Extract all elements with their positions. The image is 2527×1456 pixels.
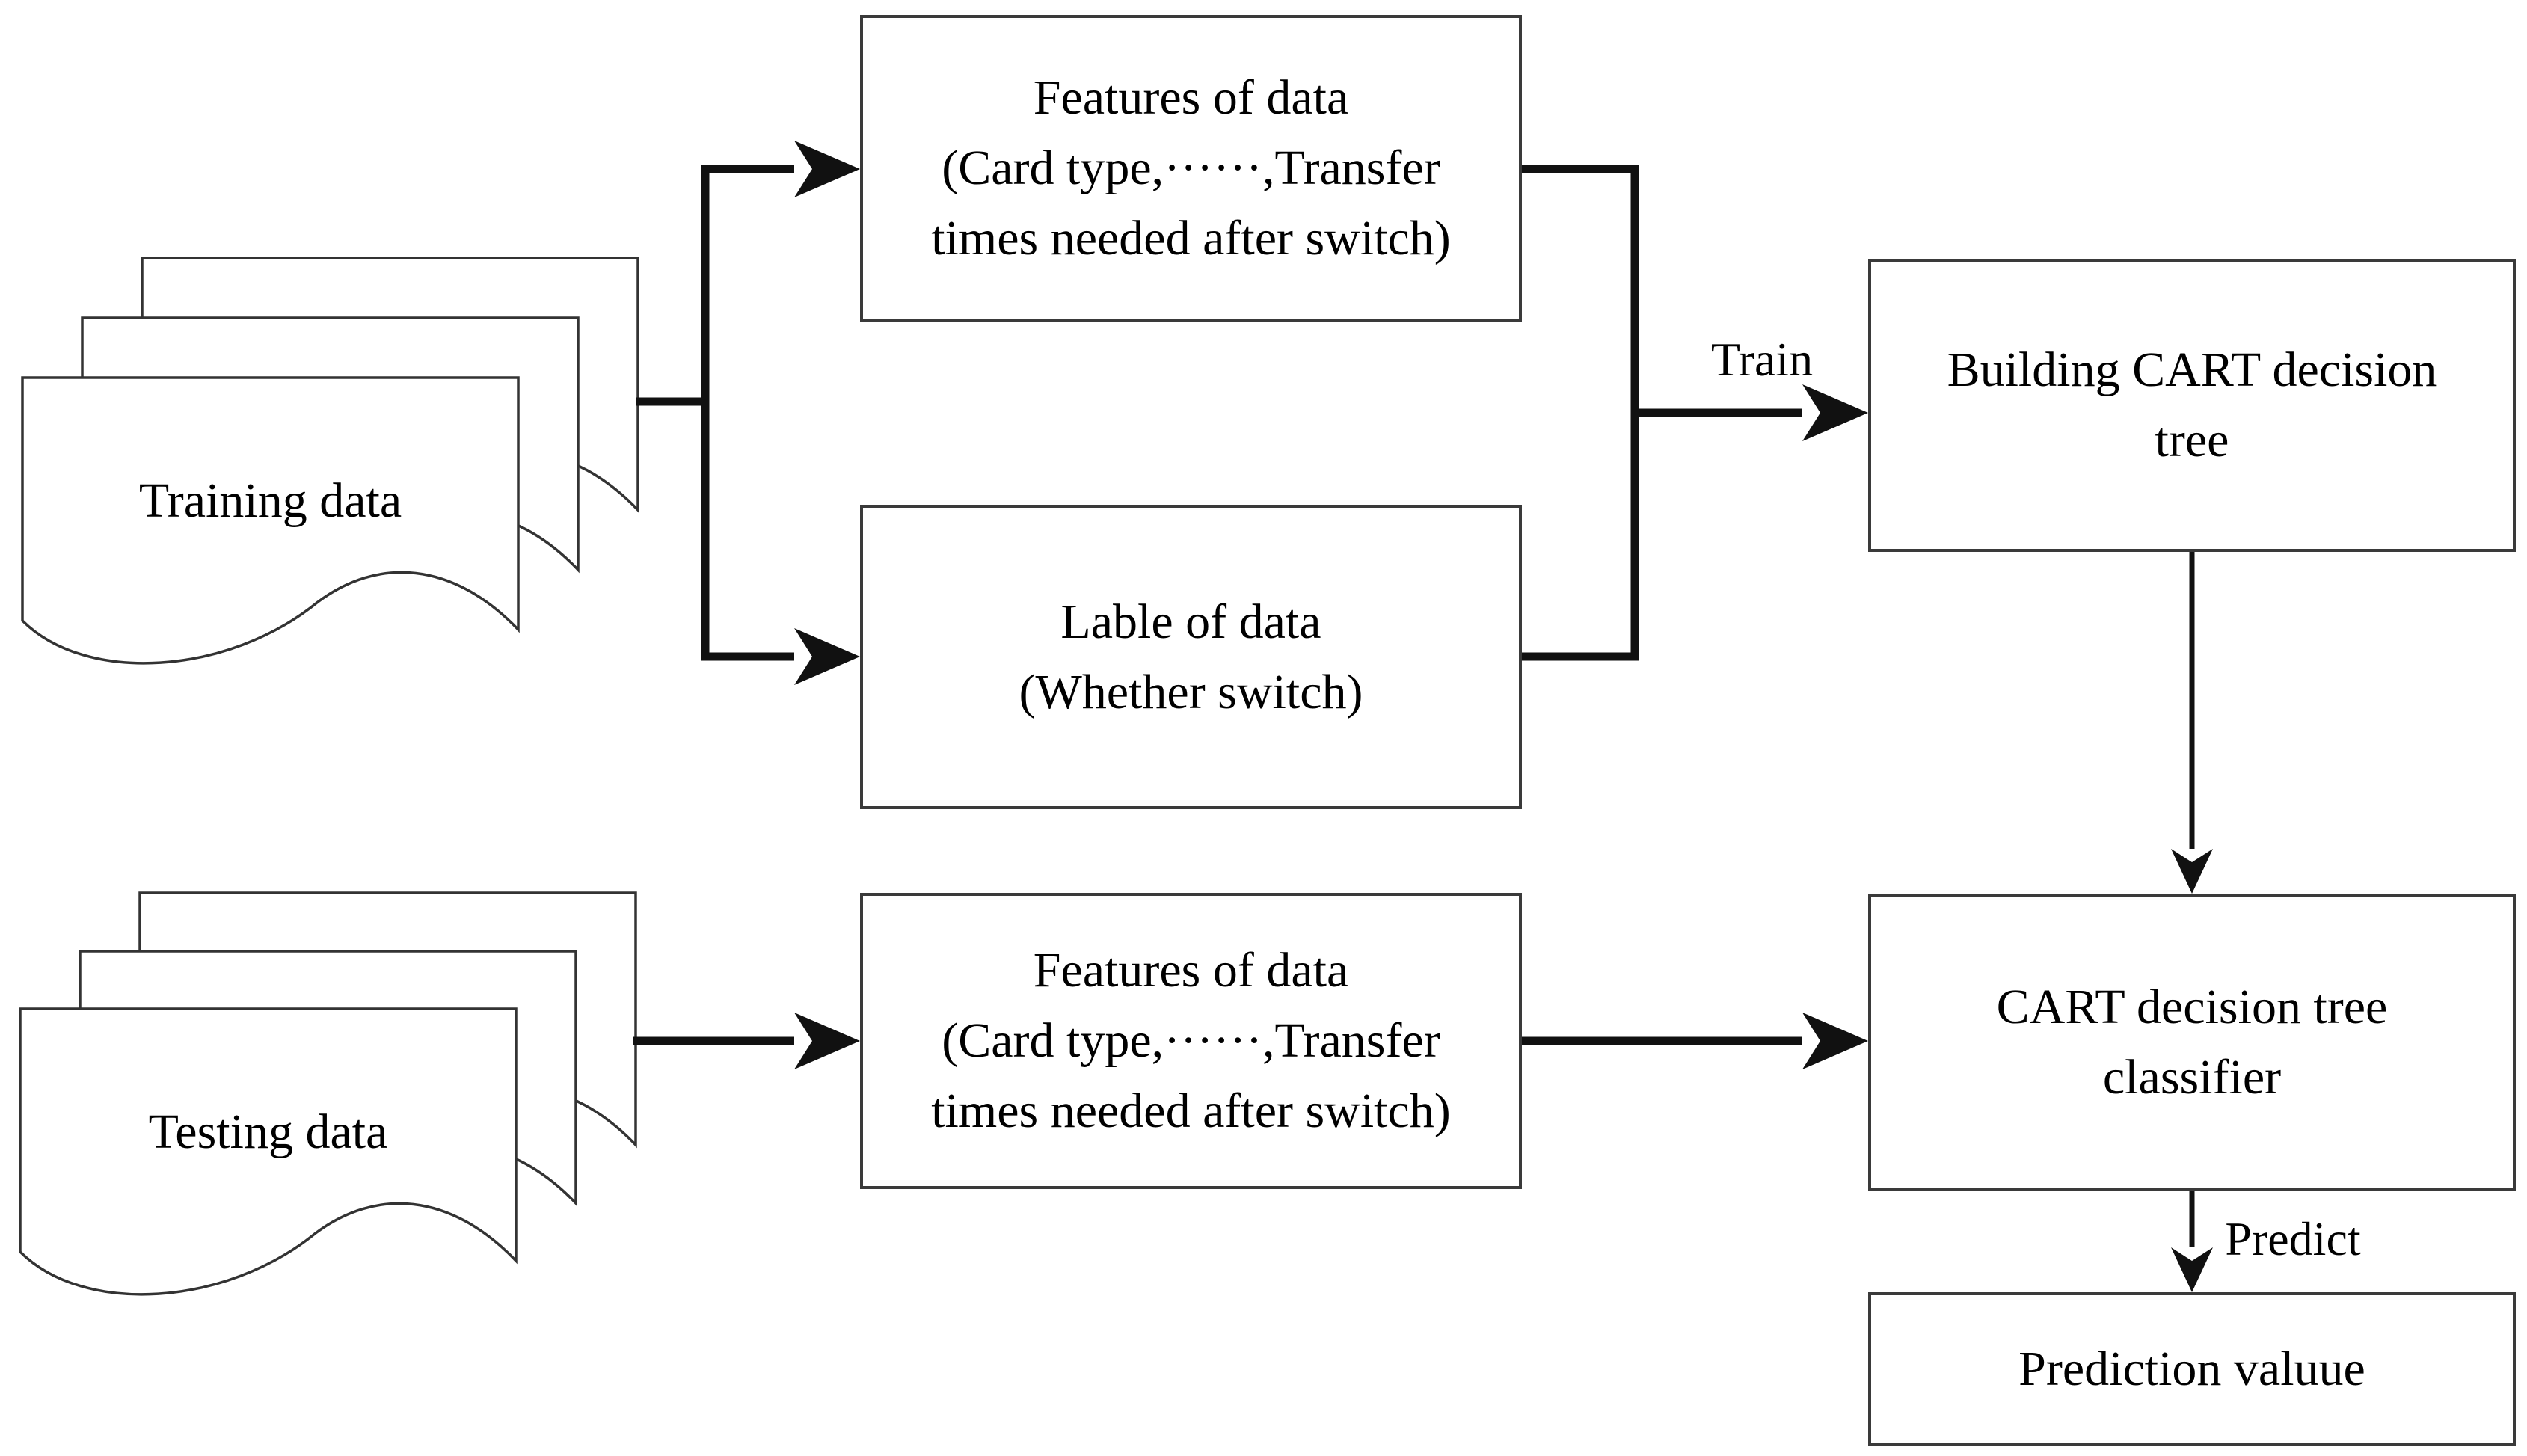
node-testing-features: Features of data (Card type,······,Trans… <box>860 893 1522 1189</box>
node-label-line: (Card type,······,Transfer <box>942 141 1440 195</box>
node-label-line: classifier <box>2102 1049 2282 1105</box>
node-label: Training data <box>138 473 402 528</box>
node-label: Testing data <box>148 1105 388 1159</box>
testing-data-stack <box>19 891 637 1296</box>
node-testing-data: Testing data <box>20 1009 516 1256</box>
training-data-stack <box>21 257 639 665</box>
node-label-line: (Card type,······,Transfer <box>942 1013 1440 1068</box>
node-label-line: tree <box>2155 413 2229 467</box>
node-label-line: Lable of data <box>1060 594 1321 649</box>
connector-features-and-label-merge <box>1522 165 1639 661</box>
node-prediction-value: Prediction valuue <box>1868 1292 2516 1446</box>
node-label-line: CART decision tree <box>1996 979 2388 1034</box>
node-label-line: Features of data <box>1033 943 1349 998</box>
node-cart-classifier: CART decision tree classifier <box>1868 894 2516 1191</box>
node-training-features: Features of data (Card type,······,Trans… <box>860 15 1522 322</box>
node-label-line: times needed after switch) <box>931 211 1451 265</box>
edge-label-predict: Predict <box>2225 1212 2361 1265</box>
connector-junction-to-training-features <box>701 141 860 402</box>
node-label: Prediction valuue <box>2018 1342 2365 1396</box>
node-training-data: Training data <box>22 378 518 624</box>
document-shape-front <box>21 376 520 665</box>
document-shape-front <box>19 1007 518 1296</box>
node-data-label: Lable of data (Whether switch) <box>860 505 1522 809</box>
connector-junction-to-data-label <box>701 402 860 685</box>
node-label-line: (Whether switch) <box>1019 664 1363 719</box>
node-building-cart-tree: Building CART decision tree <box>1868 259 2516 552</box>
node-label-line: Features of data <box>1033 70 1349 125</box>
node-label-line: times needed after switch) <box>931 1084 1451 1138</box>
edge-label-train: Train <box>1710 333 1814 386</box>
node-label-line: Building CART decision <box>1947 343 2437 397</box>
